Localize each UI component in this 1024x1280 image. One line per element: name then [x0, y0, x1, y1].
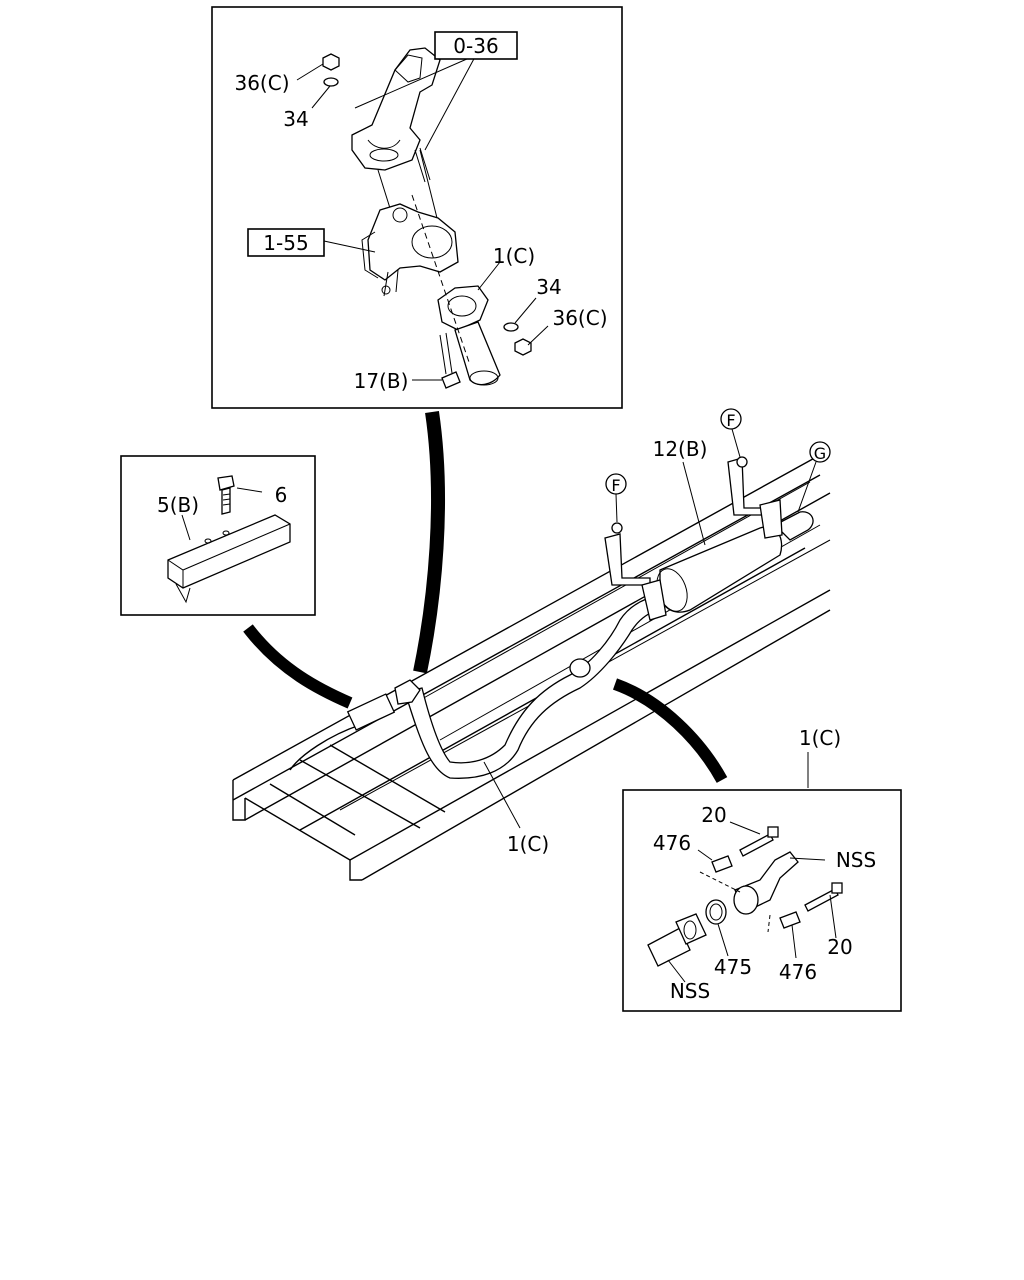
- clamp-detail-panel: 20 476 NSS 20 476 475 NSS: [622, 789, 902, 1012]
- label-gasket-475: 475: [714, 955, 752, 979]
- pointer-arc-right: [612, 678, 728, 783]
- label-washer-34-top: 34: [283, 107, 308, 131]
- washer-icon: [503, 322, 519, 332]
- label-washer-34-bottom: 34: [536, 275, 561, 299]
- front-pipe-detail-panel: 0-36 1-55 36(C) 34 1(C) 34 36(C) 17(B): [211, 6, 623, 409]
- chassis-frame: [232, 454, 831, 881]
- marker-f-right: F: [720, 408, 742, 458]
- front-pipe-lower-part: [411, 194, 501, 386]
- exhaust-pipe: [346, 594, 663, 779]
- marker-f-left: F: [605, 473, 627, 523]
- heat-shield-installed: [346, 693, 396, 731]
- flange-detail-icon: [733, 885, 759, 915]
- nut-icon: [322, 53, 340, 71]
- hanger-left: [604, 533, 651, 586]
- svg-text:G: G: [814, 444, 826, 463]
- clamp-icon: [569, 658, 591, 678]
- label-muffler-12b: 12(B): [653, 437, 708, 461]
- label-bolt-20-bottom: 20: [827, 935, 852, 959]
- label-nss-right: NSS: [836, 848, 876, 872]
- ref-box-0-36: [434, 31, 518, 60]
- washer-icon: [323, 77, 339, 87]
- spring-476-bottom-icon: [779, 911, 801, 929]
- label-spring-476-top: 476: [653, 831, 691, 855]
- marker-g: G: [797, 441, 831, 513]
- label-bolt-17b: 17(B): [354, 369, 409, 393]
- pipe-nss-left: [647, 927, 691, 967]
- bolt-6-part: [217, 475, 235, 515]
- flange-icon: [394, 679, 421, 705]
- muffler: [604, 456, 814, 621]
- pointer-arc-top: [413, 410, 445, 674]
- label-nut-36c-top: 36(C): [234, 71, 289, 95]
- label-nss-left: NSS: [670, 979, 710, 1003]
- spring-476-top-icon: [711, 855, 733, 873]
- svg-text:F: F: [611, 476, 620, 495]
- label-pipe-1c-main: 1(C): [507, 832, 549, 856]
- ref-label-0-36: 0-36: [453, 34, 498, 58]
- front-pipe-upper-part: [351, 47, 446, 251]
- ref-box-1-55: [247, 228, 325, 257]
- pointer-arc-left: [243, 624, 353, 709]
- label-nut-36c-bottom: 36(C): [552, 306, 607, 330]
- bolt-20-top-icon: [739, 833, 774, 857]
- ref-label-1-55: 1-55: [263, 231, 308, 255]
- heat-shield-detail-panel: 5(B) 6: [120, 455, 316, 616]
- svg-text:F: F: [726, 411, 735, 430]
- label-bolt-6: 6: [275, 483, 288, 507]
- bolt-icon: [441, 371, 461, 389]
- gasket-475-icon: [705, 899, 727, 925]
- label-spring-476-bottom: 476: [779, 960, 817, 984]
- hardware-top: [322, 53, 532, 389]
- label-pipe-1c-detail: 1(C): [799, 726, 841, 750]
- heat-shield-part: [167, 514, 291, 589]
- bolt-20-bottom-icon: [804, 888, 839, 912]
- label-flange-1c-top: 1(C): [493, 244, 535, 268]
- nut-icon: [514, 338, 532, 356]
- catalytic-converter-part: [361, 203, 459, 297]
- label-bolt-20-top: 20: [701, 803, 726, 827]
- label-heat-shield-5b: 5(B): [157, 493, 199, 517]
